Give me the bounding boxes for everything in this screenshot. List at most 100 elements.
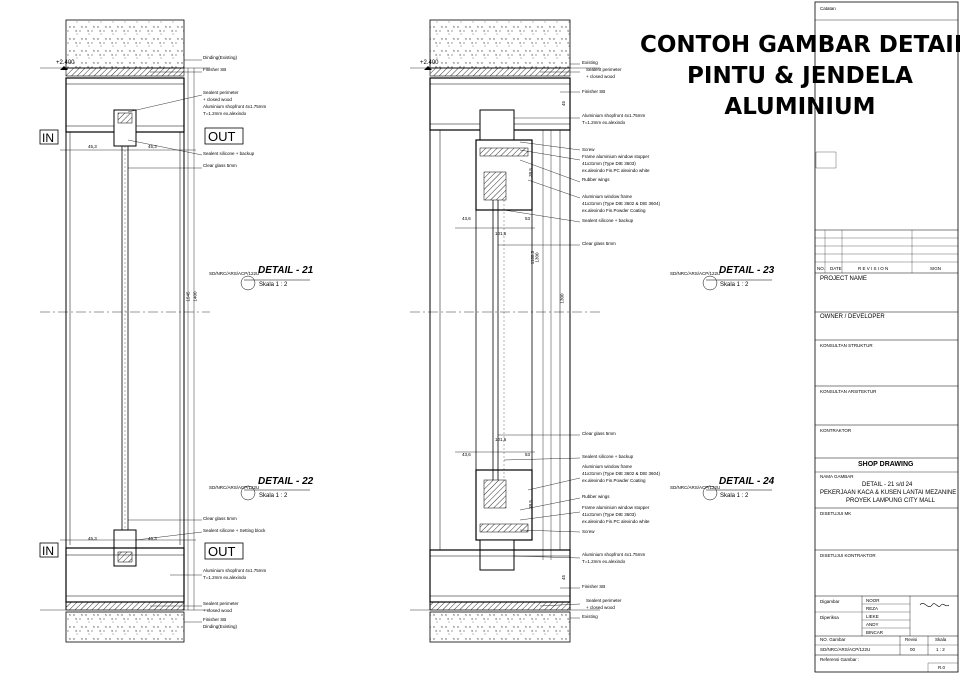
annot-lt-6: Sealent silicone + backup — [203, 151, 255, 156]
name-1: REZA — [866, 606, 879, 611]
no-gambar-label: NO. Gambar — [820, 637, 846, 642]
annot-lt-7: Clear glass 5mm — [203, 163, 237, 168]
annot-rt-0: Existing — [582, 60, 598, 65]
annot-rt-14: Sealent silicone + backup — [582, 218, 634, 223]
rev-code: R.0 — [938, 665, 946, 670]
overlay-title-line-2: PINTU & JENDELA — [687, 63, 913, 89]
revisi-value: 00 — [910, 647, 916, 652]
annot-rb-2: Aluminium window frame — [582, 464, 633, 469]
overlay-title-line-1: CONTOH GAMBAR DETAIL — [640, 32, 960, 58]
overlay-title-line-3: ALUMINIUM — [724, 94, 876, 120]
detail-21-scale: Skala 1 : 2 — [259, 282, 288, 288]
dim-left-4: 45,3 — [88, 536, 97, 541]
shop-drawing-label: SHOP DRAWING — [858, 461, 914, 468]
annot-rt-2: + closed wood — [586, 74, 615, 79]
skala-value: 1 : 2 — [936, 647, 945, 652]
annot-rb-6: Frame aluminium window stopper — [582, 505, 650, 510]
annot-lt-3: + closed wood — [203, 97, 232, 102]
rev-col-date: DATE — [830, 266, 842, 271]
level-mark-right: +2.400 — [420, 60, 439, 66]
annot-rt-11: Aluminium window frame — [582, 194, 633, 199]
nama-gambar-label: NAMA GAMBAR — [820, 474, 854, 479]
dim-right-6: 1300 — [559, 293, 565, 304]
annot-lb-7: Dinding(Existing) — [203, 624, 238, 629]
detail-22-title: DETAIL - 22 — [258, 476, 314, 487]
dim-right-9: 43,6 — [462, 452, 471, 457]
diperiksa-label: Diperiksa — [820, 615, 839, 620]
in-label-bottom: IN — [42, 544, 54, 558]
annot-rt-5: T=1.2mm ex.alexindo — [582, 120, 626, 125]
annot-lb-2: Aluminium shopfront 4x1.75mm — [203, 568, 267, 573]
annot-rt-10: Rubber wings — [582, 177, 610, 182]
existing-wall-top-left — [65, 19, 185, 69]
annot-rb-12: Finisher SB — [582, 584, 606, 589]
dim-left-5: 45,3 — [148, 536, 157, 541]
dim-right-3: 101,6 — [495, 231, 507, 236]
dim-right-2: 53 — [525, 216, 531, 221]
nama-gambar-line-1: DETAIL - 21 s/d 24 — [862, 482, 913, 488]
revisi-label: Revisi — [905, 637, 918, 642]
name-3: ANDY — [866, 622, 879, 627]
annot-lb-0: Clear glass 5mm — [203, 516, 237, 521]
annot-rb-13: Sealent perimeter — [586, 598, 622, 603]
rev-col-sign: SIGN — [930, 266, 942, 271]
annot-rt-3: Finisher SB — [582, 89, 606, 94]
digambar-label: Digambar — [820, 599, 840, 604]
existing-wall-top-right — [429, 19, 571, 69]
out-label-bottom: OUT — [208, 544, 236, 559]
annot-rt-12: 41x31mm (Type DIE 3602 & DIE 3604) — [582, 201, 661, 206]
annot-rt-15: Clear glass 5mm — [582, 241, 616, 246]
nama-gambar-line-3: PROYEK LAMPUNG CITY MALL — [846, 498, 935, 504]
annot-rb-3: 41x31mm (Type DIE 3602 & DIE 3604) — [582, 471, 661, 476]
dim-right-5: 1300 — [534, 252, 540, 263]
name-2: LIEKE — [866, 614, 879, 619]
project-name-label: PROJECT NAME — [820, 276, 867, 282]
annot-rt-9: ex.alexindo Fin.PC alexindo white — [582, 168, 650, 173]
konsultan-struktur-label: KONSULTAN STRUKTUR — [820, 343, 873, 348]
signature-mark — [919, 603, 950, 607]
annot-lt-5: T=1.2mm ex.alexindo — [203, 111, 247, 116]
dim-left-2: 1545 — [185, 291, 191, 302]
disetujui-kontraktor-label: DISETUJUI KONTRAKTOR — [820, 553, 876, 558]
name-0: NOOR — [866, 598, 880, 603]
left-detail-drawing — [39, 19, 310, 643]
detail-24-ref: SD/NRC/ARS/ACP/122U — [670, 485, 721, 490]
rev-col-no: NO. — [817, 266, 826, 271]
existing-wall-bottom-right — [429, 611, 571, 643]
in-label-top: IN — [42, 131, 54, 145]
dim-right-7: 39,5 — [527, 168, 533, 177]
annot-lb-1: Sealent silicone + Setting block — [203, 528, 266, 533]
existing-wall-bottom-left — [65, 611, 185, 643]
annot-lb-5: + closed wood — [203, 608, 232, 613]
annot-rb-4: ex.alexindo Fin.Powder Coating — [582, 478, 646, 483]
detail-24-title: DETAIL - 24 — [719, 476, 775, 487]
annot-rt-8: 41x31mm (Type DIE 3603) — [582, 161, 636, 166]
dim-right-12: 45 — [561, 574, 567, 581]
annot-lt-4: Aluminium shopfront 4x1.75mm — [203, 104, 267, 109]
annot-lb-4: Sealent perimeter — [203, 601, 239, 606]
annot-rb-10: Aluminium shopfront 4x1.75mm — [582, 552, 646, 557]
dim-right-10: 53 — [525, 452, 531, 457]
detail-22-ref: SD/NRC/ARS/ACP/122U — [209, 485, 260, 490]
annot-rb-14: + closed wood — [586, 605, 615, 610]
detail-24-scale: Skala 1 : 2 — [720, 493, 749, 499]
annot-rt-7: Frame aluminium window stopper — [582, 154, 650, 159]
nama-gambar-line-2: PEKERJAAN KACA & KUSEN LANTAI MEZANINE — [820, 490, 957, 496]
annot-rb-9: Screw — [582, 529, 595, 534]
right-detail-drawing — [410, 19, 772, 643]
annot-lb-6: Finisher SB — [203, 617, 227, 622]
dim-right-1: 43,6 — [462, 216, 471, 221]
annot-lt-0: Dinding(Existing) — [203, 55, 238, 60]
out-label-top: OUT — [208, 129, 236, 144]
annot-rb-8: ex.alexindo Fin.PC alexindo white — [582, 519, 650, 524]
disetujui-mk-label: DISETUJUI MK — [820, 511, 852, 516]
detail-23-ref: SD/NRC/ARS/ACP/122U — [670, 271, 721, 276]
annot-rt-6: Screw — [582, 147, 595, 152]
annot-lb-3: T=1.2mm ex.alexindo — [203, 575, 247, 580]
dim-right-0: 45 — [561, 100, 567, 107]
title-block-frame — [814, 1, 959, 673]
dim-right-8: 101,6 — [495, 437, 507, 442]
overlay-title: CONTOH GAMBAR DETAIL PINTU & JENDELA ALU… — [640, 30, 960, 123]
detail-21-ref: SD/NRC/ARS/ACP/122U — [209, 271, 260, 276]
owner-label: OWNER / DEVELOPER — [820, 314, 885, 320]
